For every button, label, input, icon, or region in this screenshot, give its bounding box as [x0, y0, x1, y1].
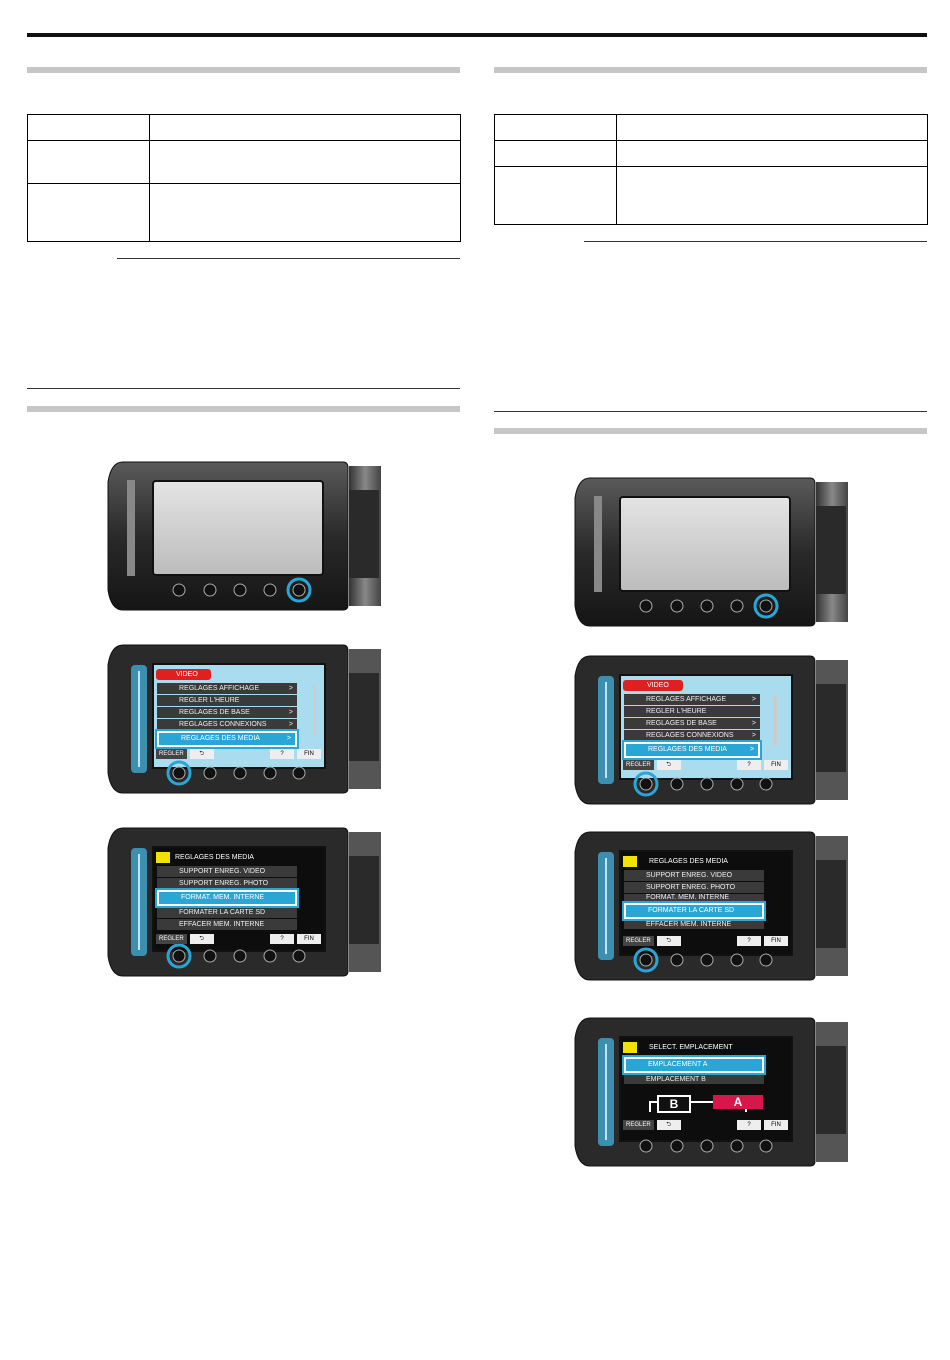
- menu-header-video: VIDEO: [156, 669, 211, 680]
- menu-header-video: VIDEO: [623, 680, 683, 691]
- camera-screen-blank-right: [574, 477, 848, 627]
- help-button[interactable]: ?: [270, 934, 294, 944]
- help-button[interactable]: ?: [737, 1120, 761, 1130]
- menu-item-selected[interactable]: REGLAGES DES MEDIA>: [622, 740, 762, 760]
- left-section-bar-2: [27, 406, 460, 412]
- fin-button[interactable]: FIN: [297, 934, 321, 944]
- menu-item[interactable]: EFFACER MEM. INTERNE: [157, 919, 297, 930]
- fin-button[interactable]: FIN: [297, 749, 321, 759]
- softkey-bar: REGLER ⮌ ? FIN: [623, 1120, 788, 1130]
- left-note-rule: [117, 258, 460, 259]
- help-button[interactable]: ?: [737, 936, 761, 946]
- back-button[interactable]: ⮌: [656, 936, 681, 946]
- softkey-bar: REGLER ⮌ ? FIN: [156, 749, 321, 759]
- menu-item[interactable]: REGLER L'HEURE: [157, 695, 297, 706]
- menu-item[interactable]: SUPPORT ENREG. VIDEO: [157, 866, 297, 877]
- back-button[interactable]: ⮌: [656, 1120, 681, 1130]
- softkey-bar: REGLER ⮌ ? FIN: [623, 760, 788, 770]
- media-menu-list: SUPPORT ENREG. VIDEO SUPPORT ENREG. PHOT…: [622, 870, 766, 929]
- media-icon: [156, 852, 170, 863]
- right-table: [494, 114, 928, 225]
- menu-item[interactable]: REGLAGES AFFICHAGE>: [624, 694, 760, 705]
- menu-header-media: REGLAGES DES MEDIA: [175, 854, 254, 861]
- media-icon: [623, 856, 637, 867]
- fin-button[interactable]: FIN: [764, 936, 788, 946]
- regler-button[interactable]: REGLER: [623, 1120, 654, 1130]
- menu-item-selected[interactable]: EMPLACEMENT A: [622, 1055, 766, 1075]
- right-section-bar-2: [494, 428, 927, 434]
- slot-menu-list: EMPLACEMENT A EMPLACEMENT B: [622, 1055, 766, 1084]
- fin-button[interactable]: FIN: [764, 760, 788, 770]
- menu-item[interactable]: SUPPORT ENREG. PHOTO: [157, 878, 297, 889]
- slot-b-indicator: B: [657, 1095, 691, 1113]
- menu-item[interactable]: REGLER L'HEURE: [624, 706, 760, 717]
- softkey-bar: REGLER ⮌ ? FIN: [623, 936, 788, 946]
- softkey-bar: REGLER ⮌ ? FIN: [156, 934, 321, 944]
- menu-item-selected[interactable]: FORMATER LA CARTE SD: [622, 901, 766, 921]
- menu-item[interactable]: REGLAGES CONNEXIONS>: [157, 719, 297, 730]
- menu-item[interactable]: SUPPORT ENREG. PHOTO: [624, 882, 764, 893]
- help-button[interactable]: ?: [737, 760, 761, 770]
- media-menu-list: SUPPORT ENREG. VIDEO SUPPORT ENREG. PHOT…: [155, 866, 299, 930]
- regler-button[interactable]: REGLER: [156, 934, 187, 944]
- back-button[interactable]: ⮌: [656, 760, 681, 770]
- menu-item[interactable]: EFFACER MEM. INTERNE: [624, 920, 764, 929]
- left-table: [27, 114, 461, 242]
- regler-button[interactable]: REGLER: [623, 760, 654, 770]
- menu-item[interactable]: EMPLACEMENT B: [624, 1075, 764, 1084]
- right-note-rule: [584, 241, 927, 242]
- menu-header-slot: SELECT. EMPLACEMENT: [649, 1044, 733, 1051]
- camera-video-menu-right: VIDEO REGLAGES AFFICHAGE> REGLER L'HEURE…: [570, 654, 850, 806]
- slot-a-indicator: A: [713, 1095, 763, 1109]
- video-menu-list: REGLAGES AFFICHAGE> REGLER L'HEURE REGLA…: [622, 694, 762, 760]
- left-section-bar-1: [27, 67, 460, 73]
- menu-item[interactable]: REGLAGES CONNEXIONS>: [624, 730, 760, 741]
- left-divider: [27, 388, 460, 389]
- back-button[interactable]: ⮌: [189, 934, 214, 944]
- page-top-rule: [27, 33, 927, 37]
- camera-video-menu-left: VIDEO REGLAGES AFFICHAGE> REGLER L'HEURE…: [103, 643, 383, 795]
- menu-item[interactable]: FORMATER LA CARTE SD: [157, 907, 297, 918]
- regler-button[interactable]: REGLER: [623, 936, 654, 946]
- regler-button[interactable]: REGLER: [156, 749, 187, 759]
- menu-item[interactable]: REGLAGES DE BASE>: [624, 718, 760, 729]
- right-section-bar-1: [494, 67, 927, 73]
- help-button[interactable]: ?: [270, 749, 294, 759]
- menu-item[interactable]: SUPPORT ENREG. VIDEO: [624, 870, 764, 881]
- back-button[interactable]: ⮌: [189, 749, 214, 759]
- menu-item[interactable]: REGLAGES AFFICHAGE>: [157, 683, 297, 694]
- camera-media-menu-right: REGLAGES DES MEDIA SUPPORT ENREG. VIDEO …: [570, 830, 850, 982]
- menu-item-selected[interactable]: FORMAT. MEM. INTERNE: [155, 888, 299, 908]
- fin-button[interactable]: FIN: [764, 1120, 788, 1130]
- menu-item-selected[interactable]: REGLAGES DES MEDIA>: [155, 729, 299, 749]
- camera-screen-blank-left: [107, 461, 381, 611]
- sd-card-icon: [623, 1042, 637, 1053]
- menu-item[interactable]: FORMAT. MEM. INTERNE: [624, 894, 764, 902]
- video-menu-list: REGLAGES AFFICHAGE> REGLER L'HEURE REGLA…: [155, 683, 299, 749]
- camera-slot-select-right: SELECT. EMPLACEMENT EMPLACEMENT A EMPLAC…: [570, 1016, 850, 1168]
- right-divider: [494, 411, 927, 412]
- camera-media-menu-left: REGLAGES DES MEDIA SUPPORT ENREG. VIDEO …: [103, 826, 383, 978]
- menu-header-media: REGLAGES DES MEDIA: [649, 858, 728, 865]
- menu-item[interactable]: REGLAGES DE BASE>: [157, 707, 297, 718]
